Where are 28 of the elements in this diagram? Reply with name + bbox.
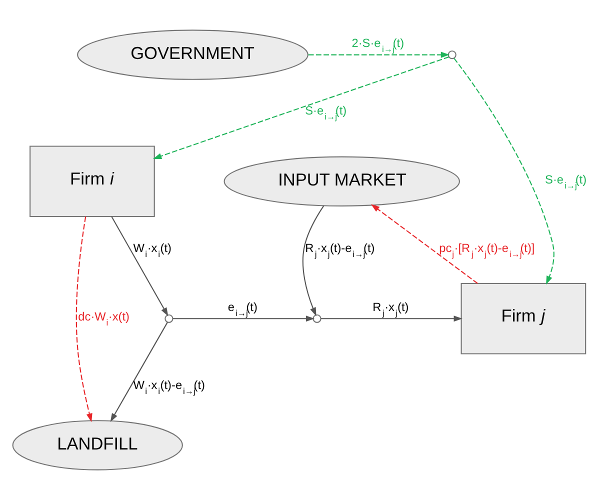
node-circle xyxy=(164,314,174,322)
edge-label: 2·S·e$_{i→j}$(t) xyxy=(352,36,404,54)
arrow xyxy=(320,315,462,322)
node-ellipse: INPUT MARKET xyxy=(224,156,460,206)
edge-label: W$_{i}$·x$_{i}$(t) xyxy=(133,240,172,258)
edge-label: pc$_{j}$·[R$_{j}$·x$_{j}$(t)-e$_{i→j}$(t)] xyxy=(439,240,535,258)
node-box: Firm j xyxy=(460,282,586,354)
edge-label: S·e$_{i→j}$(t) xyxy=(545,172,587,190)
edge-label: R$_{j}$·x$_{j}$(t) xyxy=(372,299,409,318)
edge-label: W$_{i}$·x$_{i}$(t)-e$_{i→j}$(t) xyxy=(133,378,206,396)
edge-label: R$_{j}$·x$_{j}$(t)-e$_{i→j}$(t) xyxy=(305,240,375,258)
arrow xyxy=(370,204,478,284)
edge-label: S·e$_{i→j}$(t) xyxy=(305,103,347,122)
arrow xyxy=(111,216,168,316)
node-ellipse: LANDFILL xyxy=(12,420,183,470)
node-ellipse: GOVERNMENT xyxy=(77,29,308,80)
node-circle xyxy=(448,50,456,59)
arrow xyxy=(76,216,92,422)
arrow xyxy=(302,204,324,316)
arrow xyxy=(172,315,315,322)
arrow xyxy=(110,322,168,422)
node-box: Firm i xyxy=(30,145,155,217)
node-circle xyxy=(312,314,322,322)
edge-label: dc·W$_{i}$·x(t) xyxy=(78,309,130,328)
arrow xyxy=(454,57,554,284)
arrow xyxy=(308,51,450,58)
arrow xyxy=(152,56,450,158)
edge-label: e$_{i→j}$(t) xyxy=(228,299,258,318)
